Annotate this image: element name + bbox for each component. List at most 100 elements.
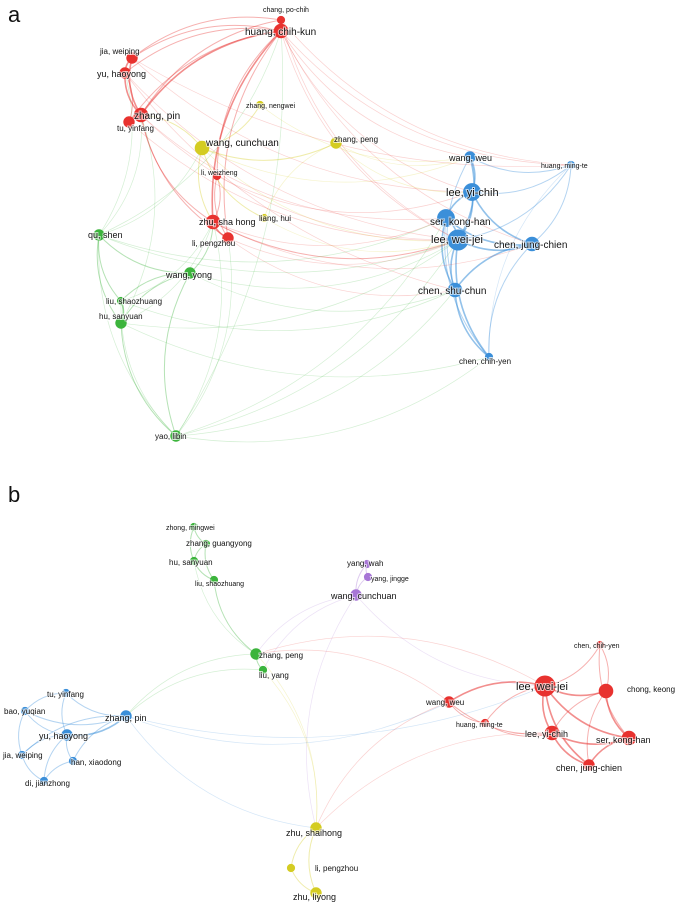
node-circle-ser-kong-han[interactable]: [621, 730, 637, 746]
node-wang-cunchuan[interactable]: wang, cunchuan: [194, 137, 280, 156]
node-lee-yi-chih[interactable]: lee, yi-chih: [445, 183, 500, 201]
node-jia-weiping[interactable]: jia, weiping: [1, 750, 44, 761]
node-hu-sanyuan[interactable]: hu, sanyuan: [98, 311, 144, 329]
node-circle-bao-yuqian[interactable]: [20, 706, 30, 716]
node-lee-wei-jei[interactable]: lee, wei-jei: [515, 675, 569, 697]
node-circle-zhang-peng[interactable]: [250, 648, 262, 660]
node-circle-yang-wah[interactable]: [362, 559, 372, 569]
node-circle-zhang-pin[interactable]: [120, 710, 132, 722]
node-zhu-shaihong[interactable]: zhu, shaihong: [285, 822, 343, 839]
node-circle-huang-chih-kun[interactable]: [273, 23, 289, 39]
node-chen-chih-yen[interactable]: chen, chih-yen: [573, 640, 621, 651]
node-zhang-peng[interactable]: zhang, peng: [330, 134, 379, 149]
node-circle-li-weizheng[interactable]: [212, 171, 222, 181]
node-yang-wah[interactable]: yang, wah: [346, 558, 384, 569]
node-di-jianzhong[interactable]: di, jianzhong: [24, 776, 71, 789]
node-circle-chen-jung-chien[interactable]: [524, 236, 540, 252]
node-yao-libin[interactable]: yao, libin: [154, 430, 188, 442]
node-li-pengzhou[interactable]: li, pengzhou: [286, 863, 359, 874]
node-zhang-guangyong[interactable]: zhang, guangyong: [185, 538, 253, 549]
node-circle-tu-yinfang[interactable]: [61, 688, 71, 698]
node-circle-zhu-shaihong[interactable]: [205, 214, 221, 230]
node-liu-shaozhuang[interactable]: liu, shaozhuang: [105, 296, 163, 307]
node-circle-zhang-guangyong[interactable]: [201, 539, 211, 549]
node-circle-lee-wei-jei[interactable]: [534, 675, 556, 697]
node-circle-zhang-pin[interactable]: [133, 107, 149, 123]
node-circle-li-pengzhou[interactable]: [222, 232, 234, 244]
node-zhang-pin[interactable]: zhang, pin: [133, 107, 181, 123]
node-zhang-pin[interactable]: zhang, pin: [104, 710, 148, 724]
node-circle-lee-wei-jei[interactable]: [447, 229, 469, 251]
node-wang-weu[interactable]: wang, weu: [447, 151, 493, 164]
node-circle-yao-libin[interactable]: [170, 430, 182, 442]
node-tu-yinfang[interactable]: tu, yinfang: [46, 688, 85, 700]
node-circle-li-pengzhou[interactable]: [286, 863, 296, 873]
node-circle-huang-ming-te[interactable]: [480, 718, 490, 728]
node-liang-hui[interactable]: liang, hui: [258, 213, 292, 224]
node-bao-yuqian[interactable]: bao, yuqian: [3, 706, 46, 717]
node-zhu-liyong[interactable]: zhu, liyong: [292, 887, 337, 903]
node-zhu-shaihong[interactable]: zhu, sha hong: [198, 214, 257, 230]
node-circle-chen-shu-chun[interactable]: [447, 282, 463, 298]
node-zhang-nengwei[interactable]: zhang, nengwei: [245, 100, 296, 111]
node-qu-shen[interactable]: qu, shen: [87, 229, 124, 241]
node-circle-chong-keong[interactable]: [598, 683, 614, 699]
node-han-xiaodong[interactable]: han, xiaodong: [68, 756, 122, 768]
node-yang-jingge[interactable]: yang, jingge: [363, 572, 410, 584]
node-lee-wei-jei[interactable]: lee, wei-jei: [430, 229, 484, 251]
node-circle-wang-yong[interactable]: [184, 267, 196, 279]
node-li-pengzhou[interactable]: li, pengzhou: [191, 232, 236, 249]
node-liu-shaozhuang[interactable]: liu, shaozhuang: [194, 575, 245, 589]
node-zhong-mingwei[interactable]: zhong, mingwei: [165, 522, 216, 533]
node-circle-ser-kong-han[interactable]: [437, 209, 455, 227]
node-circle-zhong-mingwei[interactable]: [189, 522, 199, 532]
node-circle-chen-jung-chien[interactable]: [583, 759, 595, 771]
node-chen-jung-chien[interactable]: chen, jung-chien: [493, 236, 568, 252]
node-chong-keong[interactable]: chong, keong: [598, 683, 676, 699]
node-circle-yu-haoyong[interactable]: [61, 729, 73, 741]
node-huang-chih-kun[interactable]: huang, chih-kun: [244, 23, 317, 39]
node-circle-wang-cunchuan[interactable]: [194, 140, 210, 156]
node-chang-po-chih[interactable]: chang, po-chih: [262, 6, 310, 25]
node-circle-liang-hui[interactable]: [259, 213, 269, 223]
node-circle-liu-shaozhuang[interactable]: [116, 296, 126, 306]
node-huang-ming-te[interactable]: huang, ming-te: [540, 160, 589, 171]
node-circle-lee-yi-chih[interactable]: [463, 183, 481, 201]
node-circle-zhu-shaihong[interactable]: [310, 822, 322, 834]
node-circle-han-xiaodong[interactable]: [68, 756, 78, 766]
node-circle-lee-yi-chih[interactable]: [544, 725, 560, 741]
node-circle-hu-sanyuan[interactable]: [189, 556, 199, 566]
node-jia-weiping[interactable]: jia, weiping: [98, 46, 141, 64]
node-circle-zhang-peng[interactable]: [330, 137, 342, 149]
node-circle-liu-yang[interactable]: [258, 665, 268, 675]
node-tu-yinfang[interactable]: tu, yinfang: [116, 116, 155, 134]
node-ser-kong-han[interactable]: ser, kong-han: [595, 730, 652, 746]
node-circle-zhang-nengwei[interactable]: [255, 100, 265, 110]
node-circle-jia-weiping[interactable]: [17, 750, 27, 760]
node-circle-zhu-liyong[interactable]: [310, 887, 322, 899]
node-yu-haoyong[interactable]: yu, haoyong: [96, 67, 147, 80]
node-circle-chang-po-chih[interactable]: [276, 15, 286, 25]
node-circle-wang-weu[interactable]: [443, 696, 455, 708]
node-circle-di-jianzhong[interactable]: [39, 776, 49, 786]
node-circle-wang-weu[interactable]: [464, 151, 476, 163]
node-circle-hu-sanyuan[interactable]: [115, 317, 127, 329]
node-chen-chih-yen[interactable]: chen, chih-yen: [458, 352, 512, 367]
node-circle-jia-weiping[interactable]: [126, 52, 138, 64]
node-wang-weu[interactable]: wang, weu: [424, 696, 465, 708]
node-liu-yang[interactable]: liu, yang: [258, 665, 290, 681]
node-huang-ming-te[interactable]: huang, ming-te: [455, 718, 504, 730]
node-li-weizheng[interactable]: li, weizheng: [200, 169, 239, 181]
node-hu-sanyuan[interactable]: hu, sanyuan: [168, 556, 214, 568]
node-chen-shu-chun[interactable]: chen, shu-chun: [417, 282, 487, 298]
node-circle-liu-shaozhuang[interactable]: [209, 575, 219, 585]
node-yu-haoyong[interactable]: yu, haoyong: [38, 729, 89, 742]
node-circle-qu-shen[interactable]: [93, 229, 105, 241]
node-chen-jung-chien[interactable]: chen, jung-chien: [555, 759, 623, 774]
node-circle-huang-ming-te[interactable]: [566, 160, 576, 170]
node-circle-chen-chih-yen[interactable]: [595, 640, 605, 650]
node-wang-cunchuan[interactable]: wang, cunchuan: [329, 589, 398, 602]
node-circle-tu-yinfang[interactable]: [123, 116, 135, 128]
node-lee-yi-chih[interactable]: lee, yi-chih: [524, 725, 569, 741]
node-zhang-peng[interactable]: zhang, peng: [250, 648, 304, 661]
